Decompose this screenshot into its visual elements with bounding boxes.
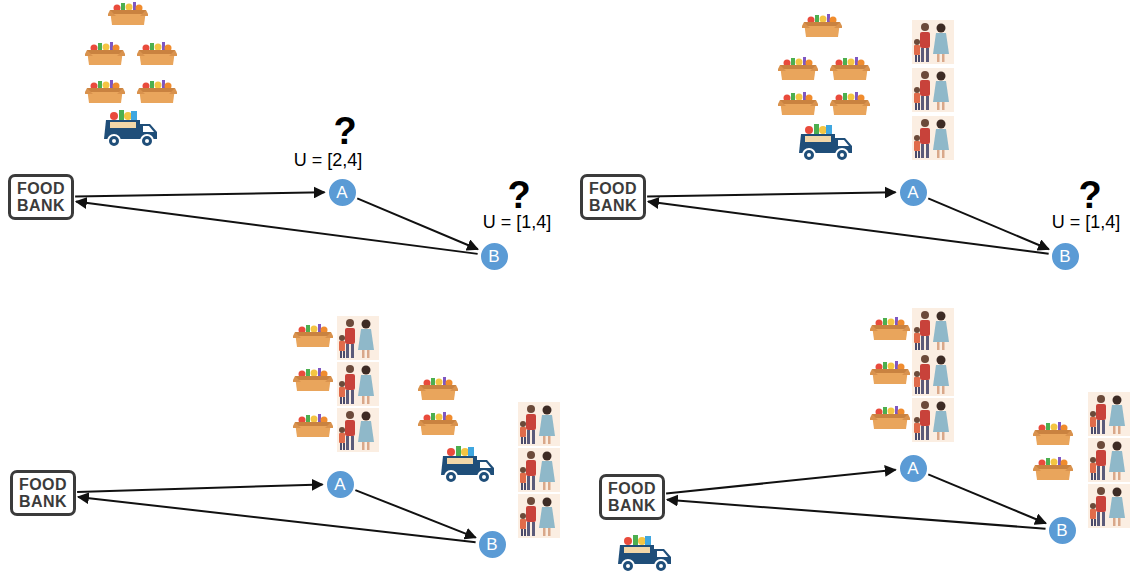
node-letter: B [1059, 248, 1070, 265]
food-bank-box: FOOD BANK [10, 470, 76, 516]
family-icon [912, 20, 954, 64]
node-letter: A [907, 460, 918, 477]
food-box-icon [1032, 457, 1074, 480]
route-arrow [647, 192, 895, 196]
food-box-icon [777, 57, 819, 80]
food-box-icon [869, 406, 911, 429]
route-arrow [78, 497, 476, 542]
food-box-icon [1032, 422, 1074, 445]
question-mark: ? [333, 112, 356, 150]
question-mark: ? [507, 176, 530, 214]
route-arrow [77, 485, 322, 492]
truck-icon [104, 110, 157, 147]
node-letter: A [907, 184, 918, 201]
node-letter: A [336, 184, 347, 201]
node-letter: B [488, 248, 499, 265]
route-arrow [357, 198, 478, 249]
food-box-icon [829, 57, 871, 80]
uncertainty-range: U = [1,4] [1052, 213, 1121, 231]
location-circle: B [479, 241, 510, 272]
food-box-icon [136, 80, 178, 103]
family-icon [912, 308, 954, 352]
food-box-icon [292, 324, 334, 347]
food-box-icon [107, 2, 149, 25]
node-title: FOOD BANK [19, 476, 67, 510]
route-arrow [648, 202, 1049, 254]
uncertainty-range: U = [1,4] [483, 213, 552, 231]
family-icon [1088, 484, 1130, 528]
route-arrow [928, 198, 1049, 249]
food-box-icon [292, 368, 334, 391]
family-icon [912, 398, 954, 442]
route-arrow [75, 192, 324, 196]
food-box-icon [417, 412, 459, 435]
route-arrow [666, 470, 895, 494]
family-icon [337, 316, 379, 360]
family-icon [912, 116, 954, 160]
route-arrow [76, 202, 478, 254]
food-bank-box: FOOD BANK [599, 474, 665, 520]
family-icon [1088, 392, 1130, 436]
route-arrow [667, 500, 1045, 529]
family-icon [912, 68, 954, 112]
food-box-icon [84, 42, 126, 65]
node-letter: B [1056, 522, 1067, 539]
location-circle: A [898, 453, 929, 484]
food-box-icon [777, 92, 819, 115]
node-title: FOOD BANK [589, 180, 637, 214]
uncertainty-range: U = [2,4] [294, 151, 363, 169]
food-box-icon [136, 42, 178, 65]
node-letter: B [486, 536, 497, 553]
food-bank-box: FOOD BANK [8, 174, 74, 220]
truck-icon [441, 446, 494, 483]
family-icon [337, 408, 379, 452]
family-icon [518, 494, 560, 538]
family-icon [518, 448, 560, 492]
location-circle: B [1050, 241, 1081, 272]
family-icon [912, 352, 954, 396]
route-arrow [928, 474, 1046, 523]
food-box-icon [84, 80, 126, 103]
food-box-icon [869, 317, 911, 340]
truck-icon [799, 124, 852, 161]
food-box-icon [801, 14, 843, 37]
family-icon [1088, 438, 1130, 482]
food-box-icon [417, 377, 459, 400]
location-circle: B [1047, 515, 1078, 546]
question-mark: ? [1078, 176, 1101, 214]
node-title: FOOD BANK [608, 480, 656, 514]
family-icon [337, 362, 379, 406]
food-bank-box: FOOD BANK [580, 174, 646, 220]
location-circle: A [325, 469, 356, 500]
node-letter: A [334, 476, 345, 493]
truck-icon [618, 535, 671, 572]
family-icon [518, 402, 560, 446]
food-box-icon [292, 414, 334, 437]
food-box-icon [829, 92, 871, 115]
food-box-icon [869, 361, 911, 384]
node-title: FOOD BANK [17, 180, 65, 214]
location-circle: A [898, 177, 929, 208]
location-circle: B [477, 529, 508, 560]
location-circle: A [327, 177, 358, 208]
